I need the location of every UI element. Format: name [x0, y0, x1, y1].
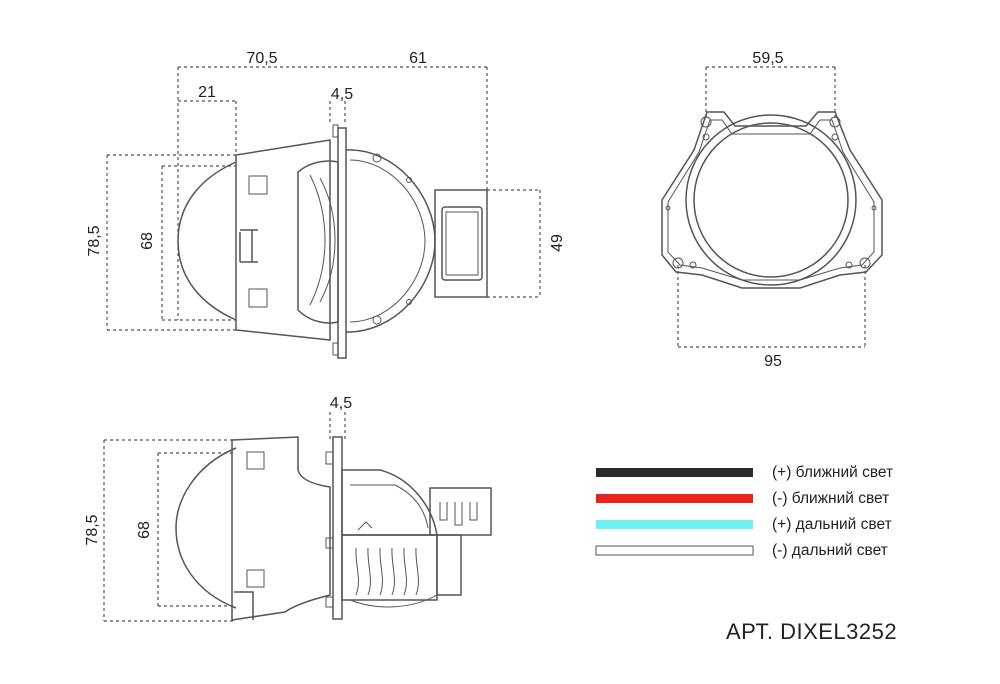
dim-side-flange-thickness: 4,5 [330, 395, 352, 412]
article-number: АРТ. DIXEL3252 [726, 619, 897, 644]
top-view: 70,5 61 21 4,5 78,5 68 49 [86, 50, 566, 359]
legend-label: (+) ближний свет [772, 464, 893, 481]
dim-flange-thickness-top: 4,5 [331, 86, 353, 103]
legend-swatch [596, 520, 753, 529]
dim-height-outer: 78,5 [86, 225, 103, 256]
legend-label: (+) дальний свет [772, 516, 892, 533]
dim-connector-height: 49 [549, 234, 566, 252]
dim-rear-length: 61 [409, 50, 427, 67]
legend-label: (-) ближний свет [772, 490, 889, 507]
dim-mount-width: 95 [764, 353, 782, 370]
dim-side-height-outer: 78,5 [84, 514, 101, 545]
dim-side-height-inner: 68 [136, 521, 153, 539]
legend-swatch [595, 545, 754, 556]
dim-lens-depth: 21 [198, 84, 216, 101]
legend-swatch [596, 468, 753, 477]
legend-swatch [596, 494, 753, 503]
wire-legend: (+) ближний свет (-) ближний свет (+) даль… [595, 464, 893, 559]
side-view: 4,5 78,5 68 [84, 395, 492, 622]
dim-mount-hole-spacing: 59,5 [752, 50, 783, 67]
legend-label: (-) дальний свет [772, 542, 888, 559]
dim-front-total-length: 70,5 [246, 50, 277, 67]
front-view: 59,5 95 [661, 50, 883, 370]
dim-height-inner: 68 [139, 232, 156, 250]
